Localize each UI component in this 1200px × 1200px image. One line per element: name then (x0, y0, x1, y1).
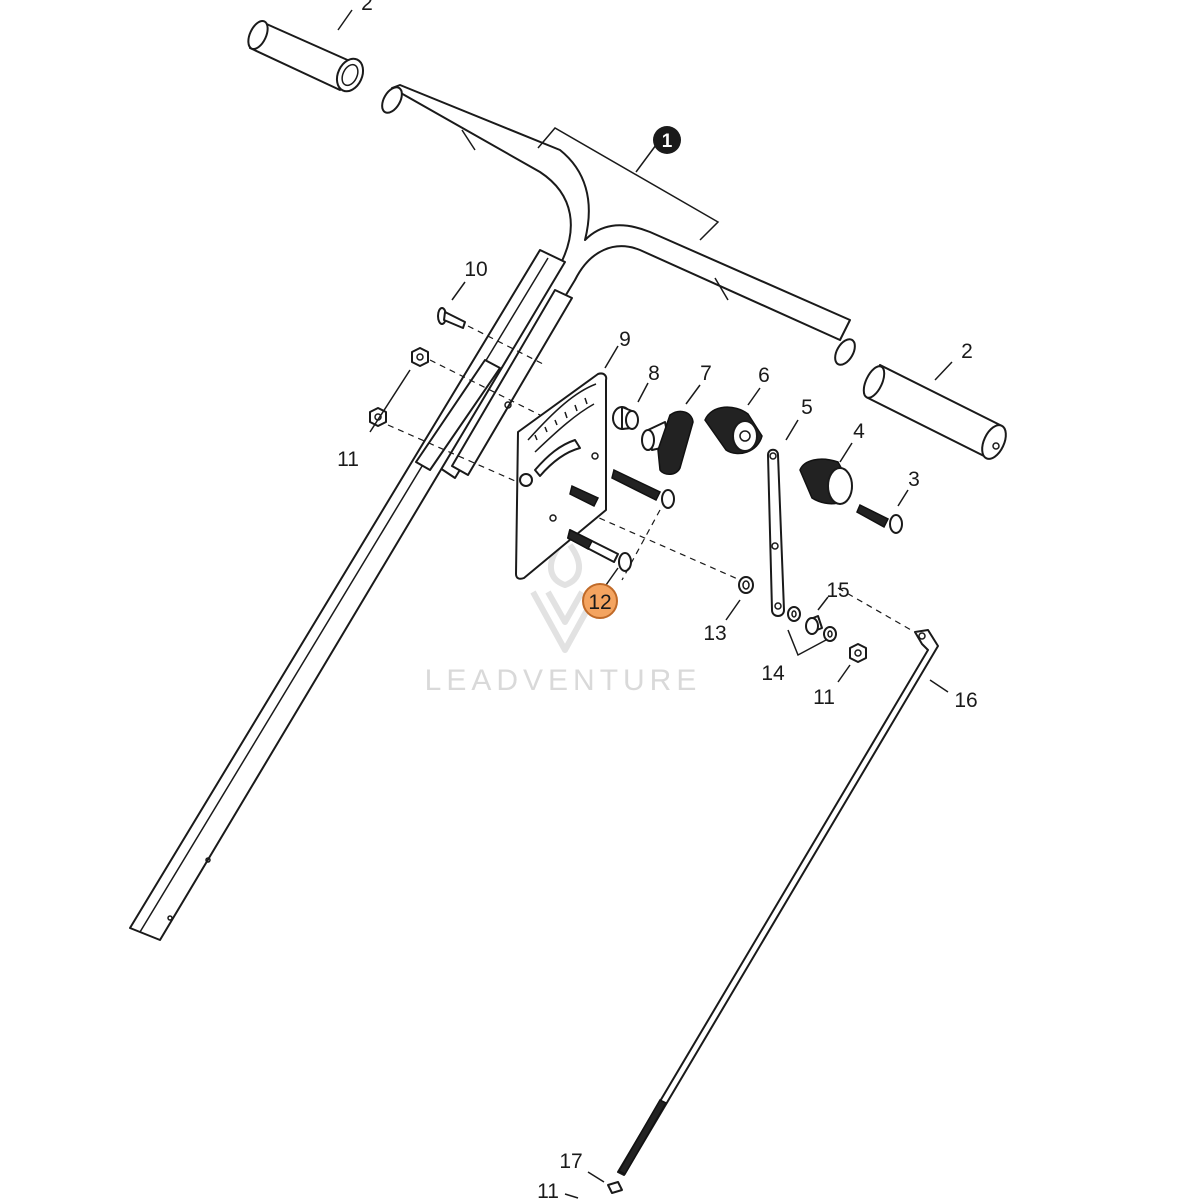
bolt-3[interactable] (856, 503, 903, 534)
grip-right[interactable] (860, 363, 1011, 462)
bolt-12-middle[interactable] (569, 484, 600, 508)
callout-5[interactable]: 5 (801, 396, 813, 419)
callout-11-right[interactable]: 11 (813, 686, 835, 709)
grip-top-left[interactable] (244, 18, 368, 95)
washer-14-right[interactable] (823, 626, 837, 642)
bolt-10[interactable] (437, 307, 466, 329)
link-arm-5[interactable] (767, 448, 785, 617)
callout-1[interactable]: 1 (653, 126, 681, 154)
callout-16[interactable]: 16 (954, 689, 977, 712)
callout-11-left[interactable]: 11 (337, 448, 359, 471)
callout-17[interactable]: 17 (559, 1150, 582, 1173)
knob-cap-4[interactable] (799, 458, 853, 505)
spacer-8[interactable] (612, 406, 639, 430)
callout-2-top[interactable]: 2 (361, 0, 373, 15)
bolt-12-lower[interactable] (567, 528, 632, 572)
callout-2-right[interactable]: 2 (961, 340, 973, 363)
svg-text:12: 12 (588, 591, 611, 614)
callout-9[interactable]: 9 (619, 328, 631, 351)
callout-15[interactable]: 15 (826, 579, 849, 602)
clip-17[interactable] (607, 1181, 623, 1194)
washer-13[interactable] (738, 576, 754, 594)
watermark-text: LEADVENTURE (425, 664, 702, 697)
callout-11-bottom[interactable]: 11 (537, 1180, 559, 1200)
callout-13[interactable]: 13 (703, 622, 726, 645)
nut-11-upper[interactable] (411, 347, 429, 367)
callout-14[interactable]: 14 (761, 662, 785, 685)
callout-4[interactable]: 4 (853, 420, 865, 443)
lever-knob-7[interactable] (641, 410, 694, 475)
callout-10[interactable]: 10 (464, 258, 487, 281)
control-rod-16[interactable] (617, 629, 939, 1176)
callout-8[interactable]: 8 (648, 362, 660, 385)
bolt-12-upper[interactable] (611, 468, 675, 509)
angle-plate-9[interactable] (504, 372, 608, 580)
callout-12-highlighted[interactable]: 12 (582, 583, 618, 619)
callout-6[interactable]: 6 (758, 364, 770, 387)
callout-3[interactable]: 3 (908, 468, 920, 491)
knob-housing-6[interactable] (704, 406, 763, 455)
nut-11-right[interactable] (849, 643, 867, 663)
washer-14-left[interactable] (787, 606, 801, 622)
callout-7[interactable]: 7 (700, 362, 712, 385)
svg-text:1: 1 (662, 131, 673, 152)
bushing-15[interactable] (805, 615, 823, 635)
handle-frame[interactable] (129, 84, 859, 941)
